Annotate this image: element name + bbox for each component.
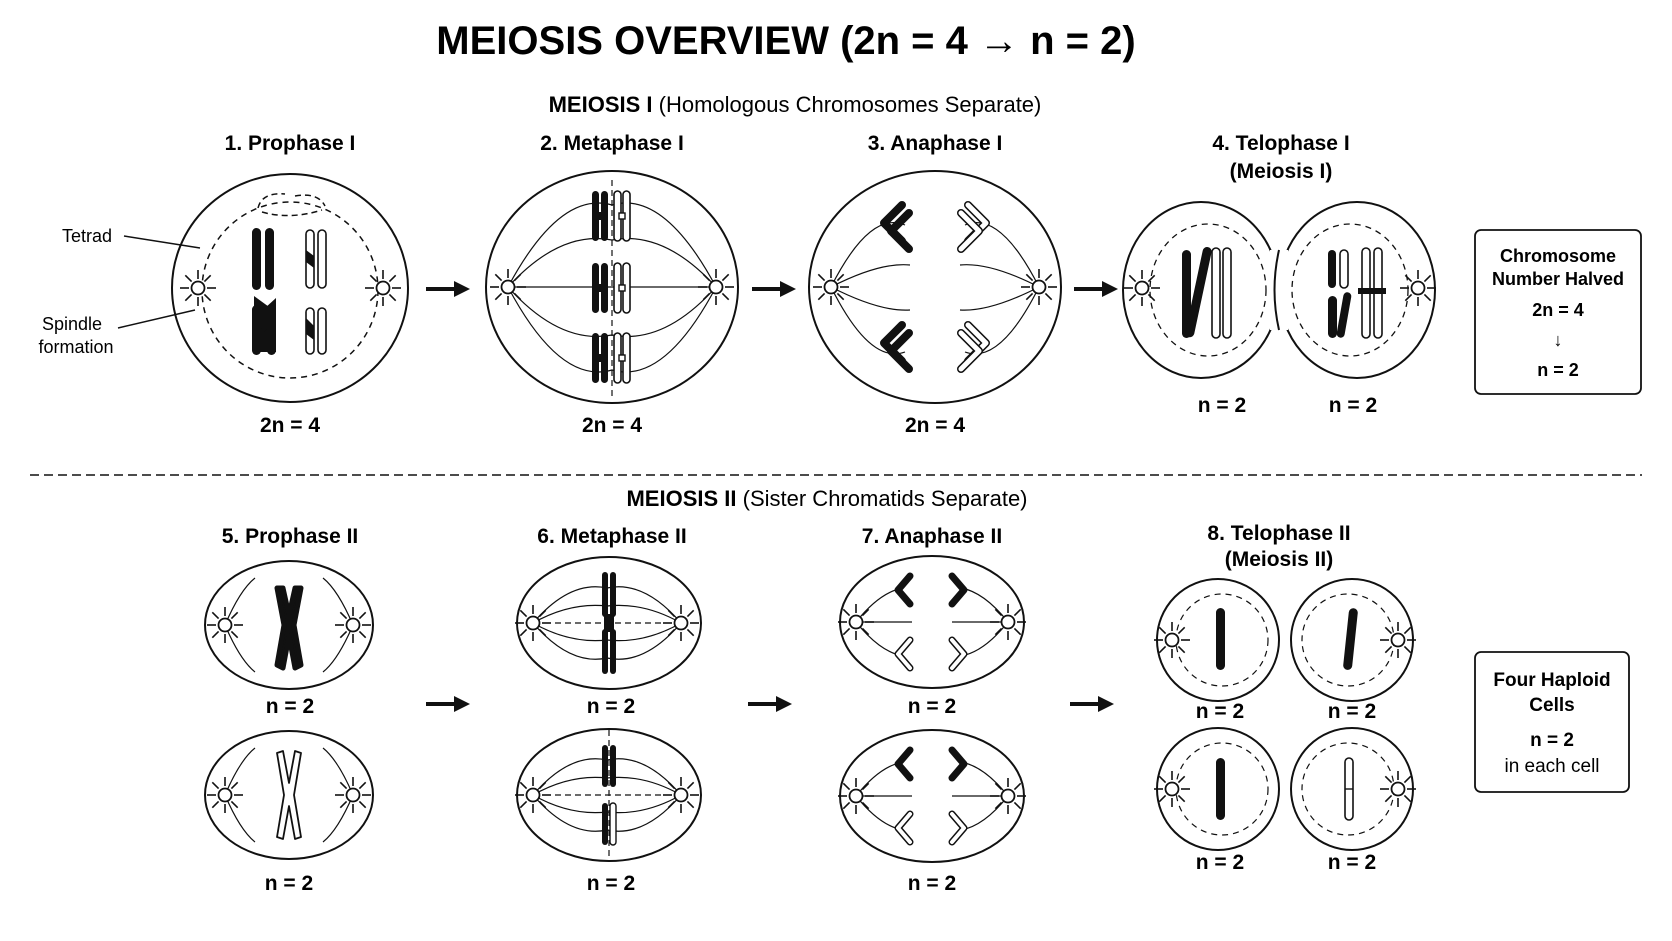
- count-anaphase-2-top: n = 2: [908, 695, 956, 718]
- stage-label-prophase-2: 5. Prophase II: [222, 525, 359, 548]
- svg-text:Chromosome: Chromosome: [1500, 246, 1616, 266]
- svg-text:in each cell: in each cell: [1504, 756, 1599, 777]
- count-telophase-1-left: n = 2: [1198, 394, 1246, 417]
- count-prophase-2-bottom: n = 2: [265, 872, 313, 895]
- count-prophase-1: 2n = 4: [260, 414, 320, 437]
- svg-text:↓: ↓: [1554, 330, 1563, 350]
- meiosis-2-heading: MEIOSIS II (Sister Chromatids Separate): [626, 486, 1027, 511]
- count-metaphase-2-top: n = 2: [587, 695, 635, 718]
- svg-text:Number Halved: Number Halved: [1492, 269, 1624, 289]
- callout-spindle-sub: formation: [38, 337, 113, 357]
- summary-box-haploid: Four Haploid Cells n = 2 in each cell: [1474, 651, 1630, 793]
- count-metaphase-2-bottom: n = 2: [587, 872, 635, 895]
- cell-metaphase-2-bottom: [514, 728, 702, 862]
- svg-text:2n = 4: 2n = 4: [1532, 300, 1584, 320]
- count-telophase-2-d: n = 2: [1328, 851, 1376, 874]
- count-prophase-2-top: n = 2: [266, 695, 314, 718]
- cell-anaphase-2-bottom: [837, 729, 1027, 863]
- stage-label-telophase-2: 8. Telophase II: [1207, 522, 1350, 545]
- count-metaphase-1: 2n = 4: [582, 414, 642, 437]
- cell-telophase-2-d: [1290, 727, 1417, 851]
- stage-label-anaphase-1: 3. Anaphase I: [868, 132, 1003, 155]
- cell-metaphase-2-top: [514, 556, 702, 690]
- stage-label-telophase-2-sub: (Meiosis II): [1225, 548, 1334, 571]
- stage-label-telophase-1-sub: (Meiosis I): [1230, 160, 1333, 183]
- count-telophase-1-right: n = 2: [1329, 394, 1377, 417]
- cell-telophase-2-a: [1153, 578, 1280, 702]
- svg-text:Four Haploid: Four Haploid: [1493, 670, 1610, 691]
- stage-label-metaphase-2: 6. Metaphase II: [537, 525, 686, 548]
- count-telophase-2-b: n = 2: [1328, 700, 1376, 723]
- cell-anaphase-1: [808, 170, 1062, 404]
- count-telophase-2-a: n = 2: [1196, 700, 1244, 723]
- stage-label-telophase-1: 4. Telophase I: [1212, 132, 1349, 155]
- svg-text:n = 2: n = 2: [1530, 730, 1574, 751]
- summary-box-halved: Chromosome Number Halved 2n = 4 ↓ n = 2: [1474, 229, 1642, 395]
- svg-text:n = 2: n = 2: [1537, 360, 1579, 380]
- stage-label-prophase-1: 1. Prophase I: [225, 132, 356, 155]
- arrow-5: [746, 694, 794, 714]
- cell-prophase-1: [171, 173, 409, 403]
- count-anaphase-2-bottom: n = 2: [908, 872, 956, 895]
- callout-tetrad: Tetrad: [62, 226, 112, 246]
- page-title: MEIOSIS OVERVIEW (2n = 4 → n = 2): [436, 19, 1135, 63]
- cell-telophase-1: [1122, 201, 1437, 379]
- count-telophase-2-c: n = 2: [1196, 851, 1244, 874]
- arrow-1: [424, 279, 472, 299]
- cell-anaphase-2-top: [837, 555, 1027, 689]
- cell-prophase-2-top: [204, 560, 374, 690]
- callout-spindle: Spindle: [42, 314, 102, 334]
- count-anaphase-1: 2n = 4: [905, 414, 965, 437]
- arrow-3: [1072, 279, 1120, 299]
- cell-metaphase-1: [485, 170, 739, 404]
- meiosis-1-heading: MEIOSIS I (Homologous Chromosomes Separa…: [549, 92, 1042, 117]
- cell-telophase-2-b: [1290, 578, 1417, 702]
- cell-prophase-2-bottom: [204, 730, 374, 860]
- arrow-4: [424, 694, 472, 714]
- arrow-2: [750, 279, 798, 299]
- arrow-6: [1068, 694, 1116, 714]
- cell-telophase-2-c: [1153, 727, 1280, 851]
- svg-text:Cells: Cells: [1529, 695, 1574, 716]
- stage-label-anaphase-2: 7. Anaphase II: [862, 525, 1002, 548]
- stage-label-metaphase-1: 2. Metaphase I: [540, 132, 684, 155]
